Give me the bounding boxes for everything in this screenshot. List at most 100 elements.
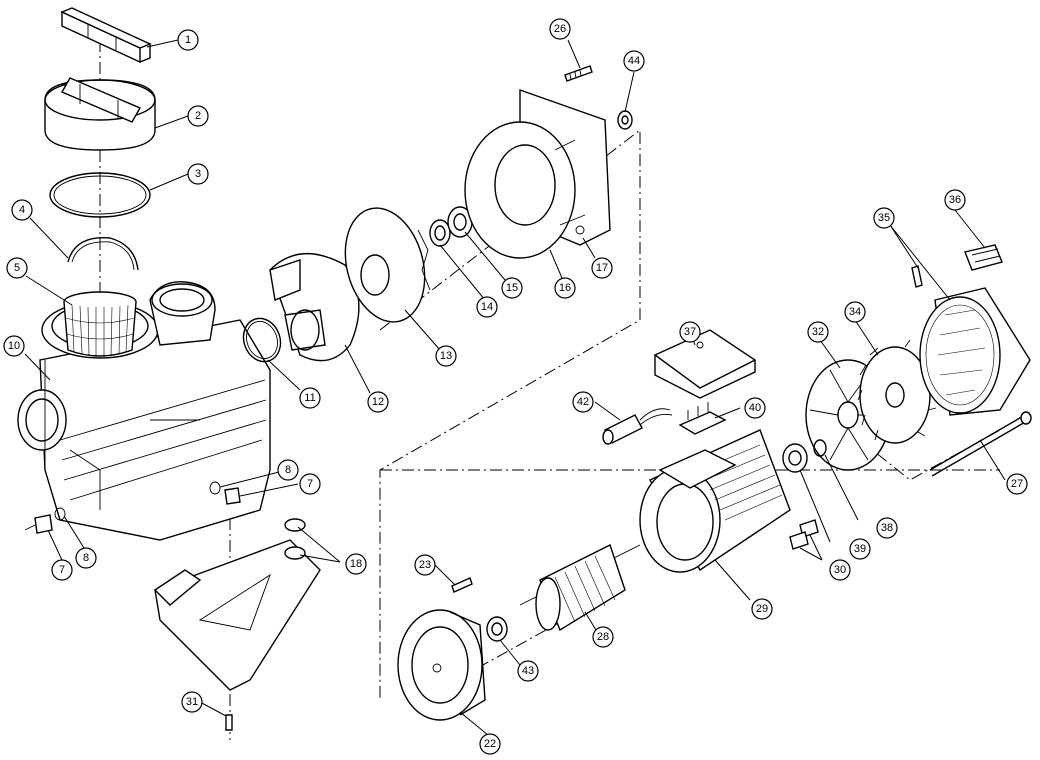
mechanical-seal-part bbox=[429, 219, 451, 247]
callout-bubble bbox=[944, 189, 966, 211]
callout-bubble bbox=[476, 296, 498, 318]
callout-number: 44 bbox=[628, 55, 640, 67]
callout-number: 22 bbox=[484, 738, 496, 750]
callout-number: 12 bbox=[372, 396, 384, 408]
callout-number: 43 bbox=[522, 665, 534, 677]
callout-bubble bbox=[876, 517, 898, 539]
callout-bubble bbox=[829, 559, 851, 581]
through-bolt-part bbox=[929, 411, 1032, 477]
capacitor-part bbox=[602, 408, 673, 445]
callout-bubble bbox=[51, 559, 73, 581]
callout-number: 38 bbox=[881, 522, 893, 534]
callout-number: 2 bbox=[195, 110, 201, 122]
callout-bubble bbox=[187, 163, 209, 185]
lid-part bbox=[44, 77, 156, 151]
callout-bubble bbox=[414, 554, 436, 576]
callout-number: 30 bbox=[834, 564, 846, 576]
callout-number: 36 bbox=[949, 194, 961, 206]
callout-number: 5 bbox=[14, 262, 20, 274]
callout-number: 16 bbox=[559, 282, 571, 294]
drain-plug-part bbox=[209, 481, 241, 505]
callout-number: 42 bbox=[577, 396, 589, 408]
base-screw-part bbox=[225, 714, 233, 731]
callout-bubble bbox=[435, 345, 457, 367]
callout-number: 15 bbox=[506, 282, 518, 294]
callout-bubble bbox=[3, 335, 25, 357]
cooling-fan-part bbox=[857, 339, 937, 444]
callout-number: 8 bbox=[83, 552, 89, 564]
callout-bubble bbox=[844, 301, 866, 323]
callout-number: 34 bbox=[849, 306, 861, 318]
retaining-clip-part bbox=[67, 237, 139, 271]
end-bell-screw-part bbox=[451, 577, 473, 593]
callout-bubble bbox=[572, 391, 594, 413]
callout-bubble bbox=[345, 553, 367, 575]
callout-number: 35 bbox=[878, 212, 890, 224]
callout-number: 18 bbox=[350, 558, 362, 570]
callout-bubble bbox=[11, 199, 33, 221]
callout-number: 27 bbox=[1011, 478, 1023, 490]
lid-handle-part bbox=[60, 7, 152, 64]
callout-bubble bbox=[807, 321, 829, 343]
callout-bubble bbox=[177, 29, 199, 51]
callout-bubble bbox=[1006, 473, 1028, 495]
fan-cover-part bbox=[919, 287, 1031, 416]
callout-number: 31 bbox=[186, 696, 198, 708]
callout-number: 13 bbox=[440, 350, 452, 362]
callout-number: 23 bbox=[419, 559, 431, 571]
callout-bubble bbox=[6, 257, 28, 279]
callout-bubble bbox=[187, 105, 209, 127]
front-end-bell-part bbox=[397, 609, 486, 721]
callout-number: 10 bbox=[8, 340, 20, 352]
callout-bubble bbox=[549, 18, 571, 40]
callout-number: 29 bbox=[756, 603, 768, 615]
impeller-part bbox=[344, 207, 431, 323]
callout-number: 8 bbox=[285, 464, 291, 476]
callout-bubble bbox=[501, 277, 523, 299]
diffuser-part bbox=[269, 253, 360, 362]
cable-gland-part bbox=[789, 519, 819, 550]
wave-washer-part bbox=[813, 439, 827, 457]
callout-bubble bbox=[479, 733, 501, 755]
callout-bubble bbox=[299, 387, 321, 409]
callout-number: 40 bbox=[749, 402, 761, 414]
callout-bubble bbox=[299, 473, 321, 495]
front-bearing-part bbox=[486, 616, 508, 642]
callout-bubble bbox=[623, 50, 645, 72]
diffuser-o-ring-part bbox=[242, 317, 282, 363]
callout-bubble bbox=[592, 626, 614, 648]
callout-number: 3 bbox=[195, 168, 201, 180]
callout-bubble bbox=[277, 459, 299, 481]
callout-bubble bbox=[367, 391, 389, 413]
terminal-block-part bbox=[678, 402, 727, 435]
callout-bubble bbox=[75, 547, 97, 569]
callout-number: 37 bbox=[684, 326, 696, 338]
callout-bubble bbox=[517, 660, 539, 682]
fan-cover-screw-part bbox=[911, 265, 923, 288]
callout-number: 11 bbox=[304, 392, 315, 404]
lid-o-ring-part bbox=[49, 172, 151, 218]
rotor-part bbox=[519, 544, 641, 632]
callout-number: 14 bbox=[481, 301, 493, 313]
rear-bearing-part bbox=[782, 443, 808, 473]
callout-bubble bbox=[751, 598, 773, 620]
callout-number: 28 bbox=[597, 631, 609, 643]
leader-lines bbox=[24, 39, 1006, 736]
callout-number: 39 bbox=[854, 543, 866, 555]
callout-bubble bbox=[554, 277, 576, 299]
terminal-box-cover-part bbox=[653, 329, 757, 399]
callout-number: 7 bbox=[307, 478, 313, 490]
callout-bubble bbox=[679, 321, 701, 343]
callout-bubble bbox=[181, 691, 203, 713]
strainer-basket-part bbox=[63, 291, 137, 357]
bolt-part bbox=[564, 65, 593, 82]
callout-number: 7 bbox=[59, 564, 65, 576]
callout-number: 17 bbox=[596, 262, 608, 274]
callout-bubble bbox=[849, 538, 871, 560]
pump-base-part bbox=[153, 518, 321, 691]
callout-bubble bbox=[873, 207, 895, 229]
label-plate-part bbox=[964, 244, 1003, 271]
callout-bubble bbox=[591, 257, 613, 279]
